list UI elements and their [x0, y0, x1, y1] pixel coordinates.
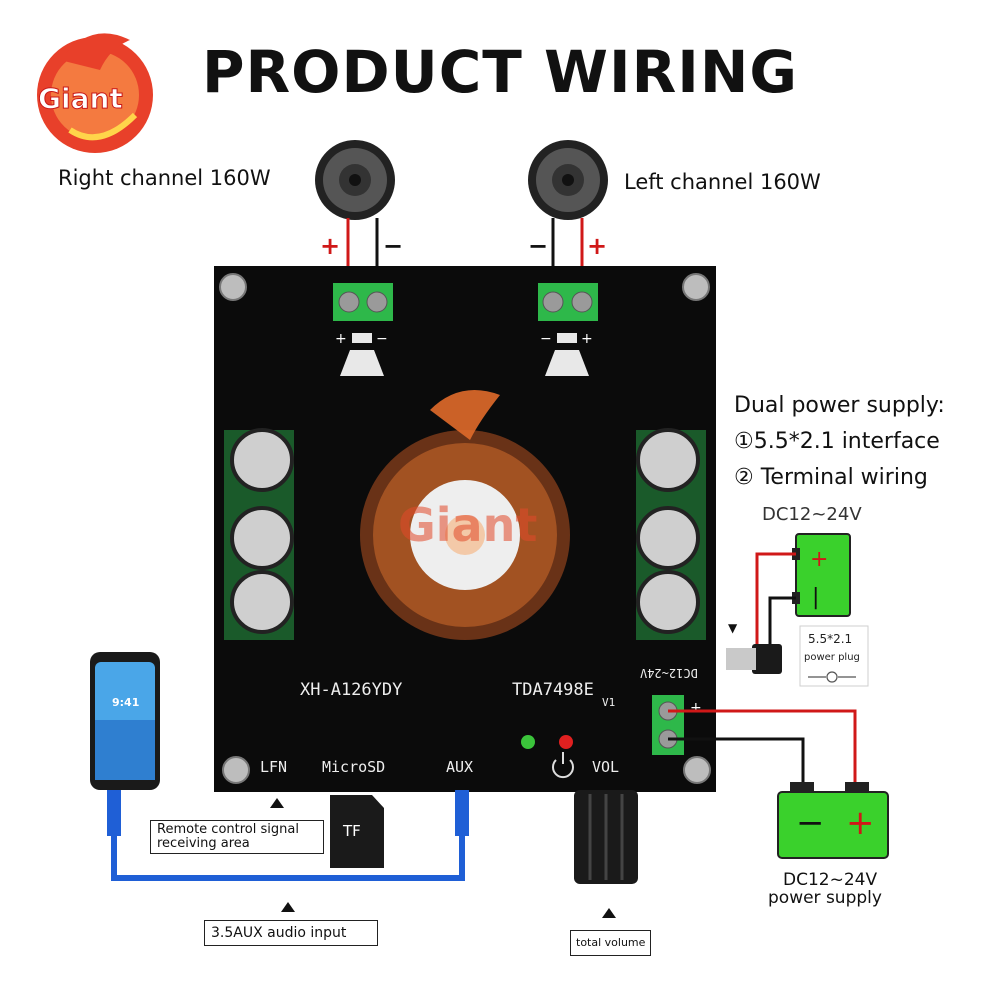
svg-text:+: +: [810, 547, 828, 572]
power-option-1: ①5.5*2.1 interface: [734, 429, 940, 454]
power-heading: Dual power supply:: [734, 393, 945, 418]
left-speaker-terminal: [538, 283, 598, 321]
aux-callout: 3.5AUX audio input: [204, 920, 378, 946]
volume-callout: total volume: [570, 930, 652, 956]
svg-text:−: −: [796, 803, 825, 843]
logo-text: Giant: [38, 82, 123, 115]
polarity-icon: [808, 671, 856, 683]
right-speaker-terminal: [333, 283, 393, 321]
smartphone-icon: [90, 652, 160, 790]
power-icon: [552, 752, 574, 779]
dc-plug-icon: [726, 644, 782, 674]
right-speaker-icon: [315, 140, 395, 220]
svg-text:−: −: [540, 331, 552, 347]
board-chip: TDA7498E: [512, 680, 594, 700]
aux-cable: [107, 790, 469, 881]
power-supply-battery: [777, 782, 889, 859]
left-speaker-icon: [528, 140, 608, 220]
svg-text:+: +: [846, 803, 875, 843]
board-model: XH-A126YDY: [300, 680, 403, 700]
page-title: PRODUCT WIRING: [202, 38, 798, 106]
tf-card-icon: [330, 795, 384, 868]
capacitor-left: [224, 428, 294, 640]
left-channel-label: Left channel 160W: [624, 170, 821, 194]
right-minus-sign: −: [383, 232, 404, 260]
remote-callout: Remote control signal receiving area: [150, 820, 324, 854]
remote-callout-line-2: receiving area: [157, 836, 250, 851]
cooling-fan-icon: [360, 390, 570, 640]
watermark-text: Giant: [398, 498, 538, 552]
port-microsd: MicroSD: [322, 758, 386, 776]
left-plus-sign: +: [587, 232, 608, 260]
port-lfn: LFN: [260, 758, 288, 776]
dc-top-label: DC12~24V: [762, 504, 862, 525]
svg-text:+: +: [581, 331, 593, 347]
power-led-green: [521, 735, 535, 749]
port-aux: AUX: [446, 758, 474, 776]
supply-label-2: power supply: [768, 888, 882, 908]
left-minus-sign: −: [528, 232, 549, 260]
svg-text:+: +: [335, 331, 347, 347]
power-option-2: ② Terminal wiring: [734, 465, 928, 490]
capacitor-right: [636, 428, 706, 640]
plug-black-wire: [768, 596, 796, 648]
supply-label-1: DC12~24V: [783, 870, 878, 890]
svg-text:▼: ▼: [728, 621, 738, 635]
plug-label-box: [799, 625, 869, 687]
board-version: V1: [602, 696, 616, 709]
pointer-triangles: [270, 798, 616, 918]
power-led-red: [559, 735, 573, 749]
svg-text:|: |: [812, 585, 819, 610]
svg-text:+: +: [690, 700, 702, 716]
right-plus-sign: +: [320, 232, 341, 260]
power-positive-wire: [668, 709, 857, 790]
volume-knob: [574, 790, 638, 884]
plug-label-1: 5.5*2.1: [808, 632, 853, 646]
svg-text:−: −: [376, 331, 388, 347]
screw-icon: [219, 273, 711, 784]
speaker-silkscreen-icon: [340, 333, 589, 376]
port-vol: VOL: [592, 758, 620, 776]
remote-callout-line-1: Remote control signal: [157, 822, 299, 837]
board-dc-label: DC12~24V: [640, 666, 698, 680]
tf-label: TF: [343, 822, 361, 840]
plug-label-2: power plug: [804, 652, 860, 663]
power-negative-wire: [668, 737, 805, 790]
giant-logo: Giant: [37, 33, 153, 153]
right-channel-label: Right channel 160W: [58, 166, 271, 190]
phone-time: 9:41: [112, 696, 140, 709]
plug-red-wire: [755, 552, 796, 648]
power-terminal: [652, 695, 684, 755]
